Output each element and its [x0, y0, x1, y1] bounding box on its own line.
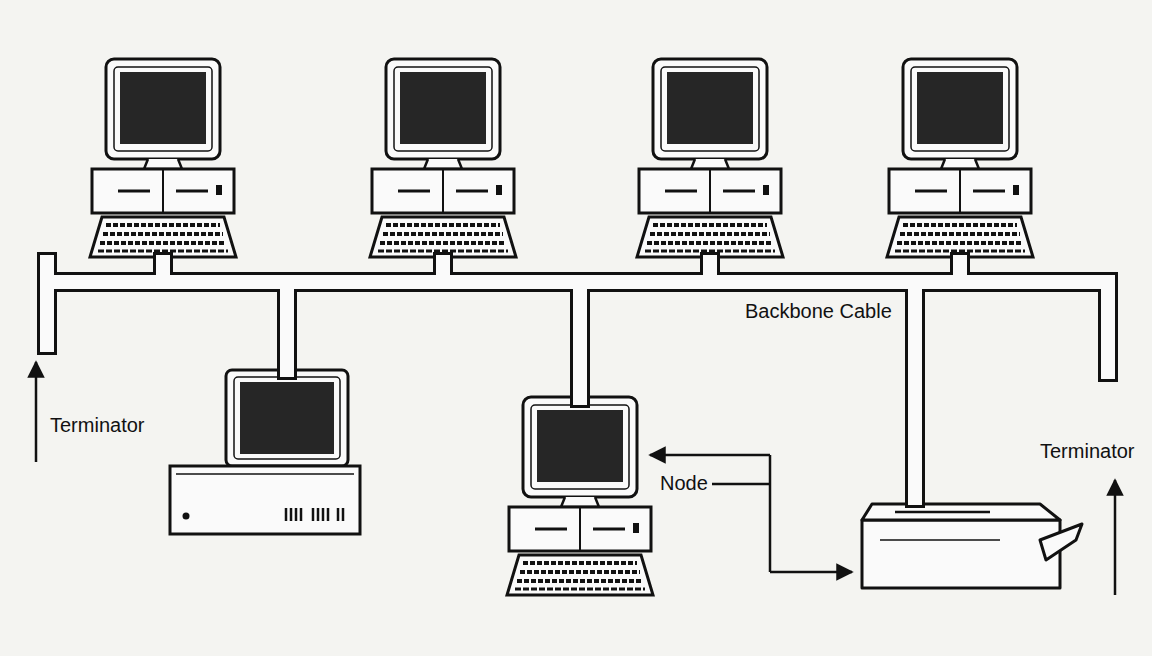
computer-icon — [170, 370, 360, 534]
computer-icon — [637, 59, 783, 257]
terminator-label: Terminator — [1040, 440, 1134, 463]
terminator-label: Terminator — [50, 414, 144, 437]
node-label: Node — [660, 472, 708, 495]
cable-label: Backbone Cable — [745, 300, 892, 323]
printer-icon — [862, 504, 1082, 588]
computer-icon — [370, 59, 516, 257]
backbone-cable — [47, 262, 1108, 498]
computer-icon — [887, 59, 1033, 257]
computer-icon — [507, 397, 653, 595]
pointer-arrows — [36, 362, 1115, 595]
computer-icon — [90, 59, 236, 257]
